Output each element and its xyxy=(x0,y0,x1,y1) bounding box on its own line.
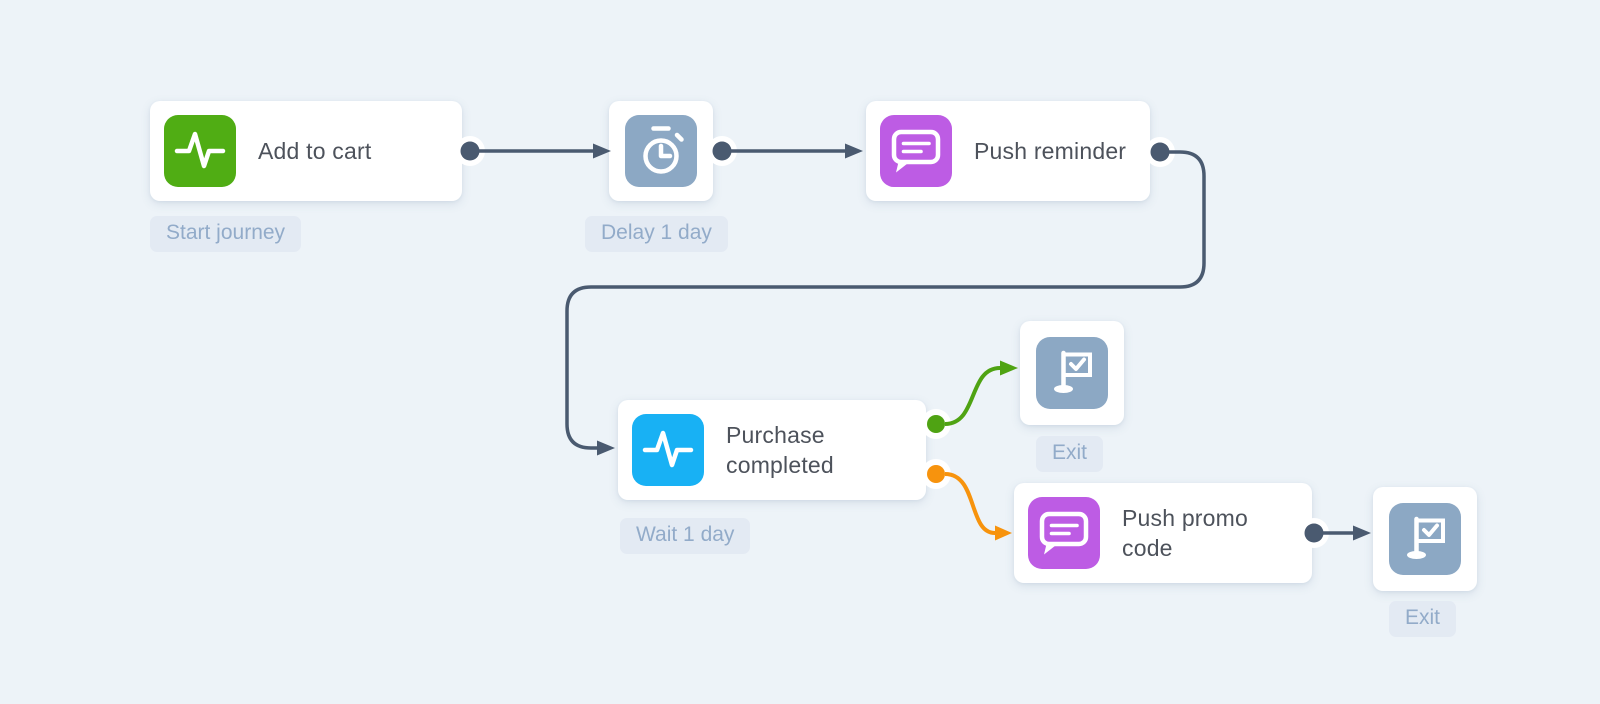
node-push-reminder[interactable]: Push reminder xyxy=(866,101,1150,201)
connector-purchase-promo-orange xyxy=(921,459,1012,541)
node-add-to-cart[interactable]: Add to cart xyxy=(150,101,462,201)
output-port[interactable] xyxy=(1150,142,1170,162)
output-port-no[interactable] xyxy=(927,465,945,483)
node-purchase-completed[interactable]: Purchase completed xyxy=(618,400,926,500)
activity-icon xyxy=(632,414,704,486)
badge-wait-1-day: Wait 1 day xyxy=(620,518,751,554)
badge-exit-bottom: Exit xyxy=(1389,601,1457,637)
node-label: Add to cart xyxy=(258,138,372,164)
node-exit-bottom[interactable] xyxy=(1373,487,1477,591)
flag-icon xyxy=(1389,503,1461,575)
connector-delay-push-reminder xyxy=(707,136,863,166)
output-port-yes[interactable] xyxy=(927,415,945,433)
stopwatch-icon xyxy=(625,115,697,187)
node-label: Push reminder xyxy=(974,138,1127,164)
node-label: Push promo code xyxy=(1122,505,1249,561)
connector-purchase-exit-green xyxy=(921,360,1018,439)
output-port[interactable] xyxy=(460,141,480,161)
badge-start-journey: Start journey xyxy=(150,216,302,252)
badge-delay-1-day: Delay 1 day xyxy=(585,216,728,252)
node-exit-top[interactable] xyxy=(1020,321,1124,425)
badge-exit-top: Exit xyxy=(1036,436,1104,472)
chat-bubble-icon xyxy=(880,115,952,187)
chat-bubble-icon xyxy=(1028,497,1100,569)
node-label: Purchase completed xyxy=(726,422,834,478)
activity-icon xyxy=(164,115,236,187)
node-delay[interactable] xyxy=(609,101,713,201)
output-port[interactable] xyxy=(712,141,732,161)
flag-icon xyxy=(1036,337,1108,409)
connector-add-to-cart-delay xyxy=(455,136,611,166)
node-push-promo-code[interactable]: Push promo code xyxy=(1014,483,1312,583)
